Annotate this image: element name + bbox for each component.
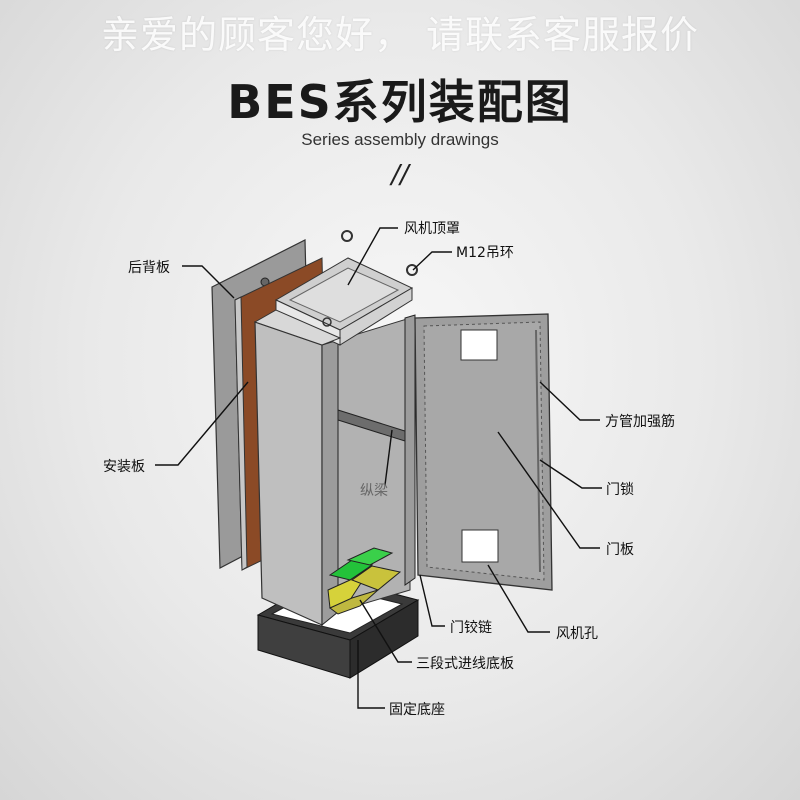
cabinet-front-frame-left — [321, 339, 339, 627]
label-door-panel: 门板 — [606, 542, 634, 558]
leader-base — [357, 640, 385, 709]
price-inquiry-banner: 亲爱的顾客您好， 请联系客服报价 — [100, 13, 700, 57]
diagram-title: BES系列装配图 — [227, 75, 573, 129]
label-fan-cover: 风机顶罩 — [404, 221, 460, 237]
title-divider: // — [391, 160, 409, 190]
leader-back-panel — [182, 265, 235, 299]
door-stiffener — [535, 329, 541, 573]
fan-cover-inner — [288, 267, 400, 323]
leader-door-lock — [539, 459, 602, 489]
door-inner-panel — [423, 321, 545, 581]
leader-bottom-plate — [359, 599, 412, 663]
bottom-plate-yellow-3 — [329, 589, 379, 615]
leader-mounting-plate — [155, 381, 249, 466]
mounting-plate-edge — [234, 296, 248, 571]
leader-fan-cover — [347, 227, 398, 286]
label-longitudinal-beam: 纵梁 — [360, 483, 388, 499]
label-back-panel: 后背板 — [128, 260, 170, 276]
label-fan-hole: 风机孔 — [556, 626, 598, 642]
leader-lines — [155, 227, 602, 709]
bottom-plate-green-2 — [346, 547, 394, 566]
lifting-ring-3 — [322, 317, 332, 327]
label-square-tube-stiffener: 方管加强筋 — [605, 414, 675, 430]
leader-stiffener — [539, 381, 600, 421]
cabinet-top-frame — [253, 309, 342, 346]
fan-hole-bottom — [461, 529, 499, 563]
fan-hole-top — [460, 329, 498, 361]
leader-fan-hole — [487, 564, 550, 633]
label-door-lock: 门锁 — [606, 482, 634, 498]
leader-lifting-ring — [412, 251, 452, 271]
label-mounting-plate: 安装板 — [103, 459, 145, 475]
label-door-hinge: 门铰链 — [450, 620, 492, 636]
lifting-ring-2 — [406, 264, 418, 276]
cabinet-side-panel — [254, 321, 323, 626]
bottom-plate-yellow-2 — [350, 565, 402, 591]
fan-cover-side — [339, 287, 413, 346]
diagram-subtitle: Series assembly drawings — [301, 130, 499, 149]
bottom-plate-green-1 — [328, 559, 374, 581]
leader-door-hinge — [419, 574, 445, 627]
label-three-section-bottom-plate: 三段式进线底板 — [416, 656, 514, 672]
label-lifting-ring: M12吊环 — [456, 245, 514, 261]
cabinet-front-frame-right — [404, 314, 416, 586]
label-fixed-base: 固定底座 — [389, 702, 445, 718]
lifting-ring-1 — [341, 230, 353, 242]
leader-door-panel — [497, 431, 600, 549]
leader-beam — [384, 429, 393, 486]
